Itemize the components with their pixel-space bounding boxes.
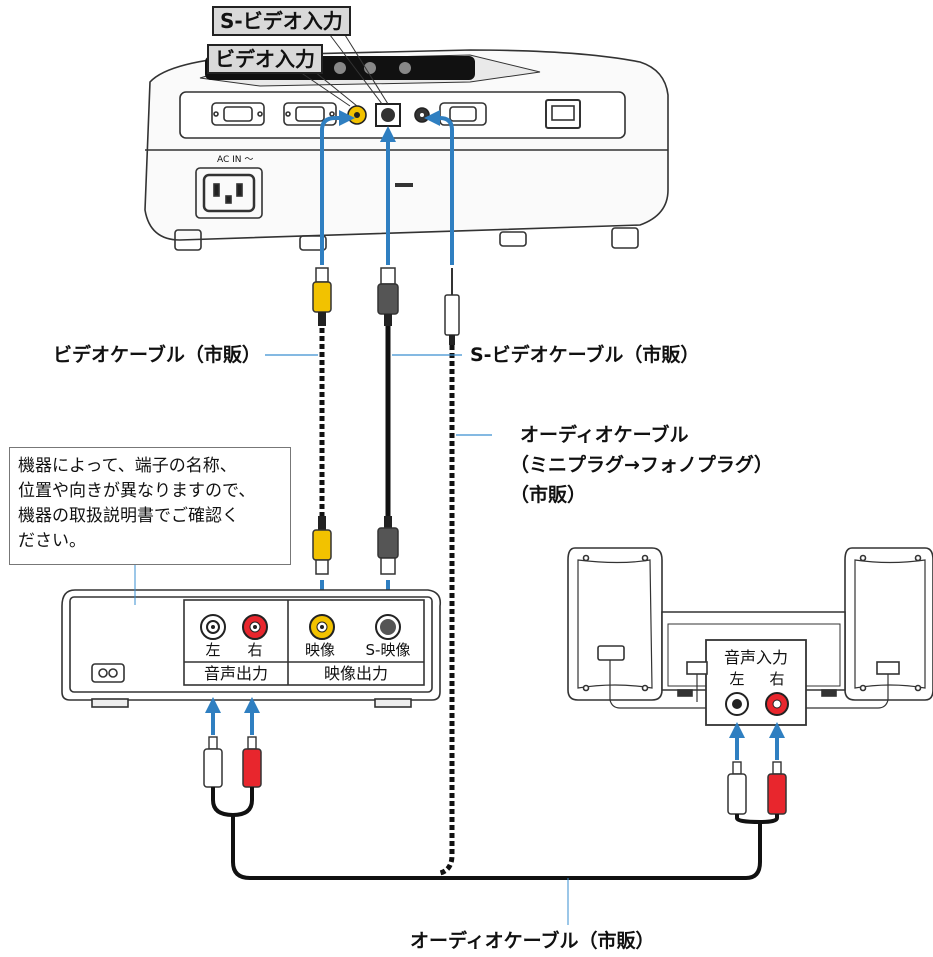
bottom-audio-cable	[231, 815, 762, 880]
audio-bottom-cable-label: オーディオケーブル（市販）	[410, 930, 655, 952]
label-leaders	[265, 354, 492, 436]
tag-video-input: ビデオ入力	[207, 44, 323, 74]
vga-port-2	[283, 102, 337, 126]
av-video-label: 映像	[304, 641, 336, 659]
video-cable	[312, 267, 332, 575]
audio-mini-cable-label-3: （市販）	[510, 484, 587, 506]
s-video-cable-label: S-ビデオケーブル（市販）	[470, 344, 700, 366]
arrows-to-projector	[320, 110, 454, 265]
tag-leaders	[299, 34, 389, 107]
tag-s-video-input: S-ビデオ入力	[212, 6, 351, 36]
s-video-cable	[377, 267, 399, 575]
speaker-system	[567, 547, 933, 726]
rca-plug-pair-left	[203, 736, 262, 817]
speaker-audio-in-label: 音声入力	[723, 648, 789, 667]
av-s-video-label: S-映像	[365, 641, 411, 659]
speaker-right-label: 右	[769, 670, 785, 688]
av-device	[61, 589, 442, 708]
arrows-to-speaker	[729, 722, 785, 760]
av-audio-out-label: 音声出力	[203, 664, 269, 683]
audio-mini-cable-label-2: （ミニプラグ→フォノプラグ）	[510, 454, 773, 476]
projector	[144, 49, 669, 251]
vga-port-1	[211, 102, 265, 126]
ac-in-label: AC IN ～	[217, 155, 254, 165]
video-cable-label: ビデオケーブル（市販）	[53, 344, 261, 366]
arrows-from-av-audio	[205, 697, 260, 735]
av-left-label: 左	[205, 641, 221, 659]
speaker-left-label: 左	[729, 670, 745, 688]
av-right-label: 右	[247, 641, 263, 659]
audio-mini-cable	[439, 268, 460, 876]
av-video-out-label: 映像出力	[323, 664, 389, 683]
audio-mini-cable-label-1: オーディオケーブル	[520, 424, 689, 446]
rca-plug-pair-right	[727, 761, 787, 824]
note-box: 機器によって、端子の名称、 位置や向きが異なりますので、 機器の取扱説明書でご確…	[9, 447, 291, 565]
